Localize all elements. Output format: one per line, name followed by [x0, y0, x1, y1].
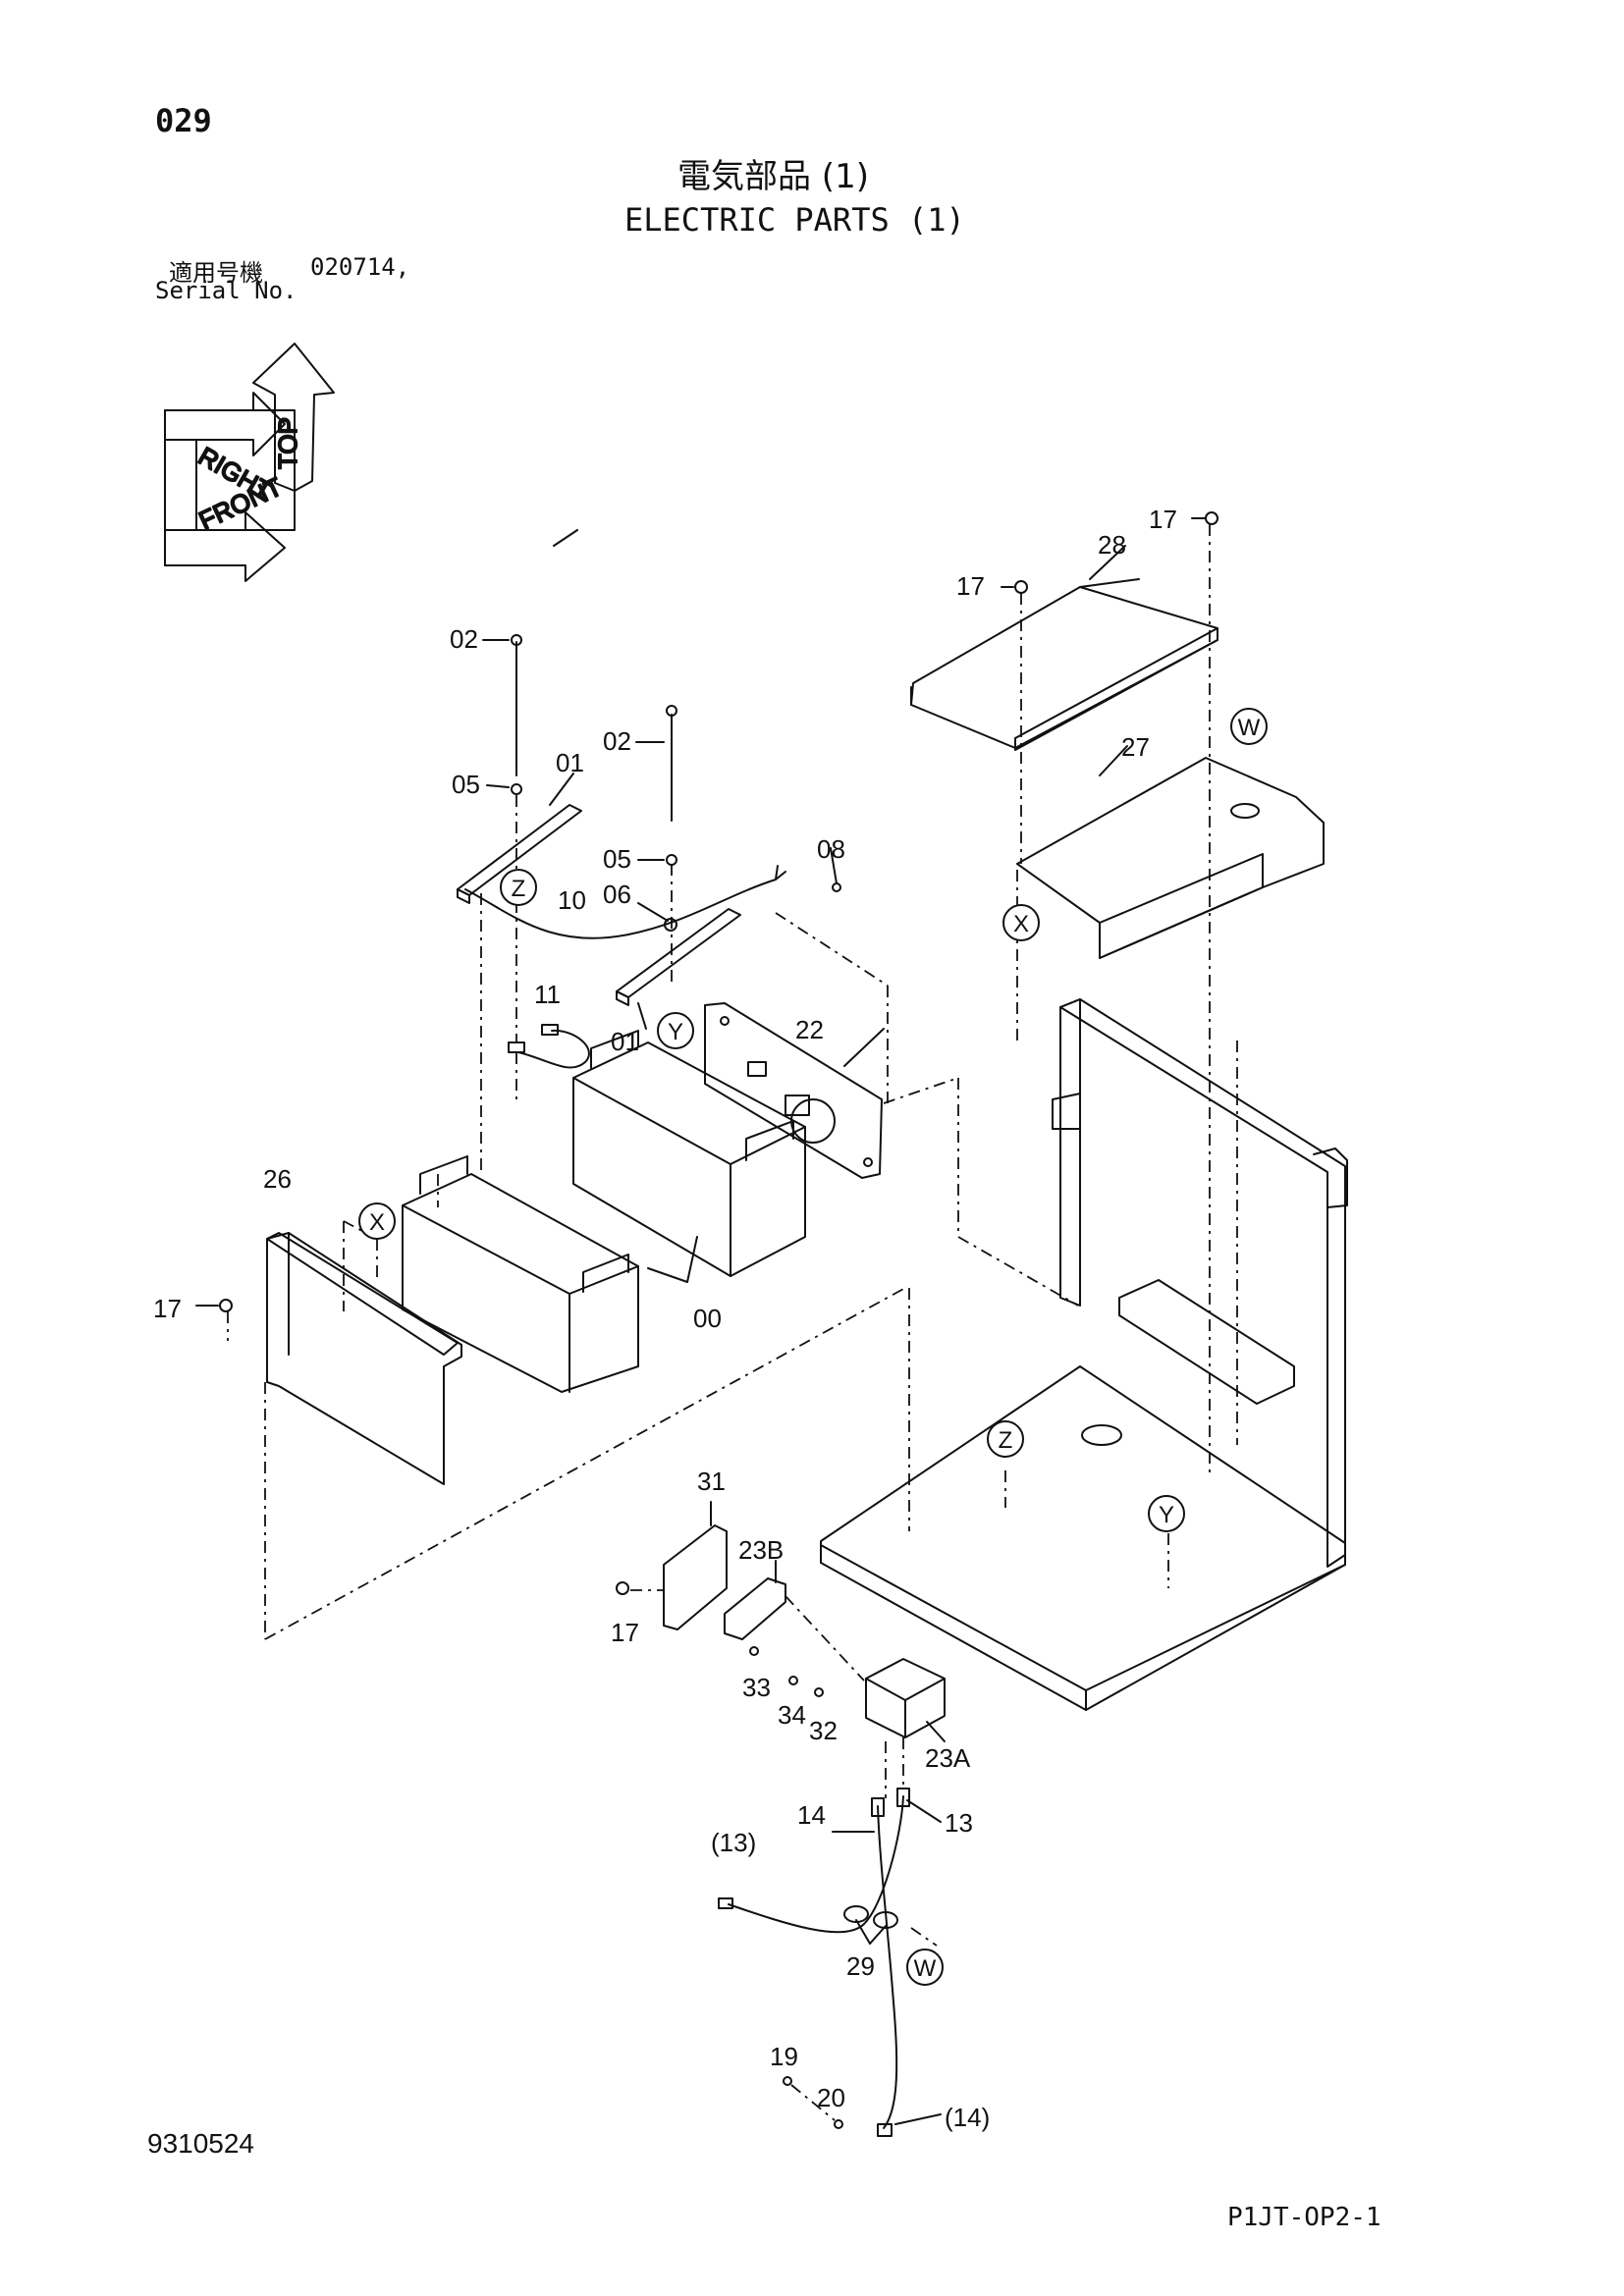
callout-23A: 23A [925, 1743, 971, 1773]
harness-cable-14 [877, 1805, 898, 2129]
relay-part-23A [865, 1658, 946, 1738]
callout-27: 27 [1121, 732, 1150, 762]
callout-14-ref: (14) [945, 2103, 990, 2132]
reference-marker-z-upper: Z [512, 876, 526, 902]
callout-26: 26 [263, 1164, 292, 1194]
battery-right [572, 1030, 806, 1277]
reference-marker-y-upper: Y [668, 1019, 683, 1045]
serial-label-english: Serial No. [155, 277, 298, 304]
harness-cable-13 [728, 1795, 904, 1934]
callout-11: 11 [534, 980, 561, 1009]
callout-28: 28 [1098, 530, 1126, 560]
serial-label-japanese: 適用号機 [169, 259, 263, 287]
battery-left [402, 1155, 639, 1393]
plate-part-27 [1016, 757, 1325, 959]
callout-32: 32 [809, 1716, 838, 1745]
callout-31: 31 [697, 1467, 726, 1496]
reference-marker-w-lower: W [914, 1955, 937, 1982]
cable-part-10 [464, 865, 779, 939]
reference-marker-z-lower: Z [999, 1427, 1013, 1454]
page-title-english: ELECTRIC PARTS (1) [624, 201, 965, 239]
callout-19: 19 [770, 2042, 798, 2071]
drawing-number: 9310524 [147, 2128, 255, 2159]
callout-06: 06 [603, 880, 631, 909]
callout-23B: 23B [738, 1535, 784, 1565]
callout-05-right: 05 [603, 844, 631, 874]
callout-05-left: 05 [452, 770, 480, 799]
callout-22: 22 [795, 1015, 824, 1044]
reference-marker-x-lower: X [369, 1209, 385, 1236]
orientation-arrows-icon [164, 343, 335, 582]
callout-13-ref: (13) [711, 1828, 756, 1857]
callout-20: 20 [817, 2083, 845, 2112]
callout-13: 13 [945, 1808, 973, 1838]
page-code: P1JT-OP2-1 [1227, 2203, 1381, 2232]
plate-part-26 [266, 1232, 462, 1485]
relay-board-part-22 [704, 1002, 883, 1179]
callout-17-lower: 17 [611, 1618, 639, 1647]
main-frame-body [820, 998, 1348, 1711]
bracket-part-31 [663, 1524, 728, 1630]
reference-marker-y-lower: Y [1159, 1502, 1174, 1528]
cable-part-11 [517, 1029, 590, 1069]
clamp-bar-upper [457, 804, 582, 904]
page-number: 029 [155, 102, 212, 139]
callout-01-upper: 01 [556, 748, 584, 777]
callout-17-left: 17 [153, 1294, 182, 1323]
callout-00: 00 [693, 1304, 722, 1333]
callout-33: 33 [742, 1673, 771, 1702]
callout-01-lower: 01 [611, 1027, 639, 1056]
callout-08: 08 [817, 834, 845, 864]
reference-marker-w-upper: W [1238, 715, 1261, 741]
clamp-bar-lower [616, 908, 741, 1006]
callout-17-top: 17 [1149, 505, 1177, 534]
callout-02-right: 02 [603, 726, 631, 756]
callout-10: 10 [558, 885, 586, 915]
serial-number-value: 020714, [310, 253, 410, 281]
callout-34: 34 [778, 1700, 806, 1730]
callout-29: 29 [846, 1951, 875, 1981]
callout-02-left: 02 [450, 624, 478, 654]
reference-marker-x-upper: X [1013, 911, 1029, 937]
callout-14: 14 [797, 1800, 826, 1830]
cover-part-28 [910, 578, 1218, 751]
page-title-japanese: 電気部品 (1) [677, 157, 869, 196]
callout-17-cover: 17 [956, 571, 985, 601]
orientation-top-label: TOP [273, 417, 302, 469]
spacer-part-23B [724, 1577, 786, 1640]
